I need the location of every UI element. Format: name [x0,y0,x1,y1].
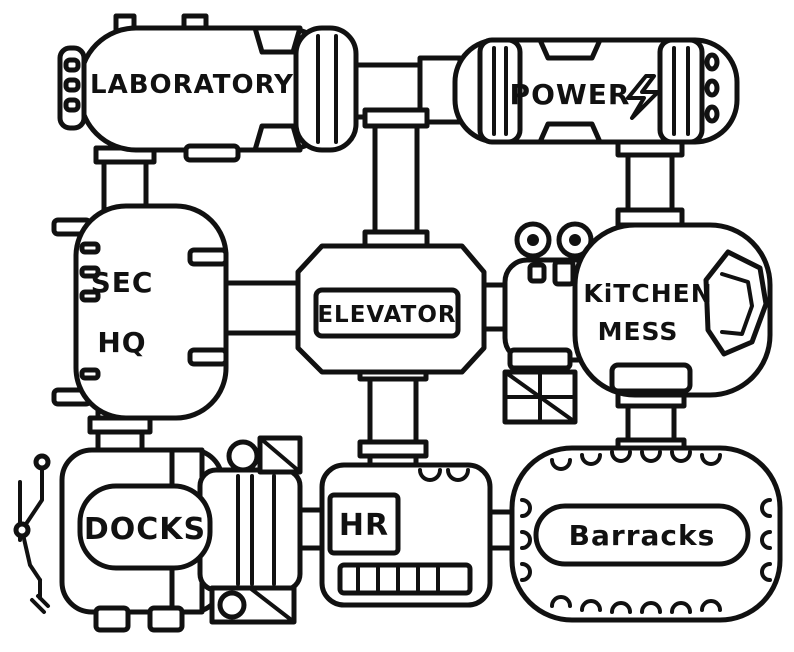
room-label-kitchen: KiTCHEN [583,279,712,308]
room-elevator[interactable]: ELEVATOR [295,243,487,375]
room-kitchen-mess[interactable]: KiTCHEN MESS [502,221,773,425]
goggle-eyes-icon [514,221,594,259]
room-label-laboratory: LABORATORY [90,70,294,100]
pipe-elevator-hr [357,359,429,475]
room-label-hr: HR [339,508,389,543]
crate-icon [502,369,578,425]
room-barracks[interactable]: Barracks [509,445,783,623]
room-hr[interactable]: HR [319,462,493,608]
room-label-docks: DOCKS [84,512,206,547]
crane-arm-icon [13,453,51,614]
room-label-elevator: ELEVATOR [317,302,456,328]
room-security-hq[interactable]: SEC HQ [51,203,229,421]
pipe-junction-elevator [362,107,430,263]
lightning-bolt-icon [626,74,660,120]
room-laboratory[interactable]: LABORATORY [57,13,359,163]
room-label-mess: MESS [598,317,679,346]
room-label-power: POWER [510,78,631,111]
room-label-hq: HQ [97,326,146,359]
crate-icon [209,435,303,625]
room-label-barracks: Barracks [569,519,716,552]
room-label-sec: SEC [91,266,154,299]
pipe-power-kitchen [615,137,685,238]
room-power[interactable]: POWER [452,37,740,145]
room-docks[interactable]: DOCKS [13,435,303,633]
